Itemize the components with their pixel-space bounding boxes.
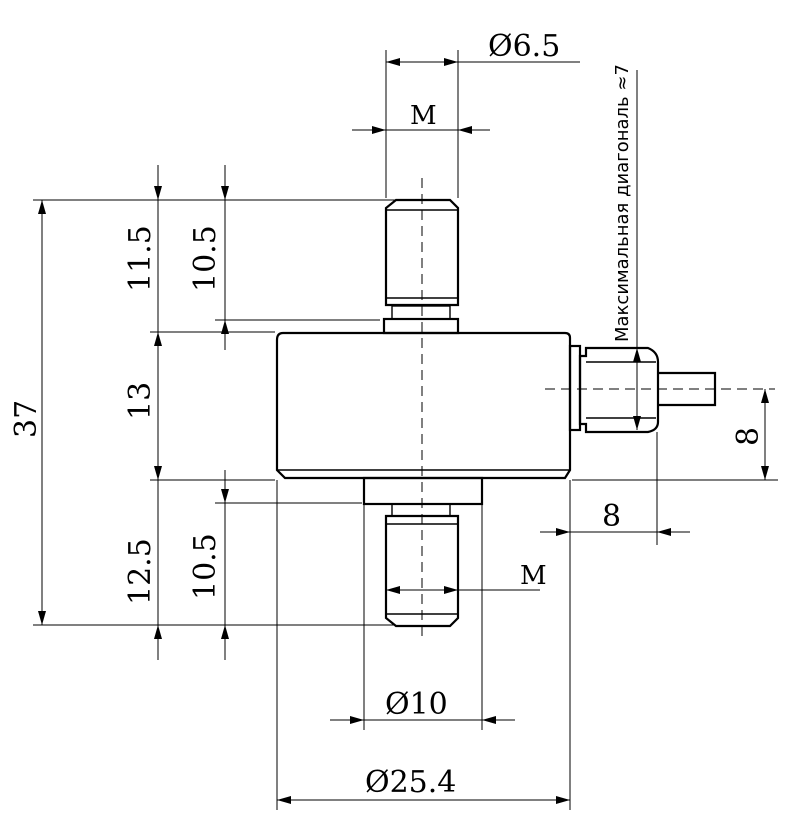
- dim-8-vertical: 8: [731, 427, 766, 446]
- dim-13: 13: [123, 382, 158, 420]
- dim-diameter-10: Ø10: [385, 687, 448, 722]
- sensor-body: [275, 331, 572, 480]
- top-thread-stud: [382, 198, 460, 335]
- dim-diameter-25-4: Ø25.4: [365, 765, 456, 800]
- dim-12-5: 12.5: [123, 538, 158, 605]
- dim-thread-m-top: M: [410, 101, 437, 131]
- dim-37: 37: [9, 400, 44, 438]
- dim-8-horizontal: 8: [602, 499, 621, 534]
- center-lines: [421, 178, 775, 640]
- dimension-labels: Ø6.5 M 11.5 10.5 37 13 12.5 10.5 M Ø10 Ø…: [9, 29, 766, 800]
- dim-10-5-bottom: 10.5: [188, 533, 223, 600]
- dim-thread-m-bottom: M: [520, 561, 547, 591]
- dimension-lines: [33, 50, 778, 810]
- dim-diameter-6-5: Ø6.5: [488, 29, 560, 64]
- max-diagonal-note: Максимальная диагональ ≈7: [612, 64, 633, 342]
- dim-11-5: 11.5: [123, 225, 158, 292]
- bottom-thread-stud: [362, 476, 484, 628]
- dim-10-5-top: 10.5: [188, 225, 223, 292]
